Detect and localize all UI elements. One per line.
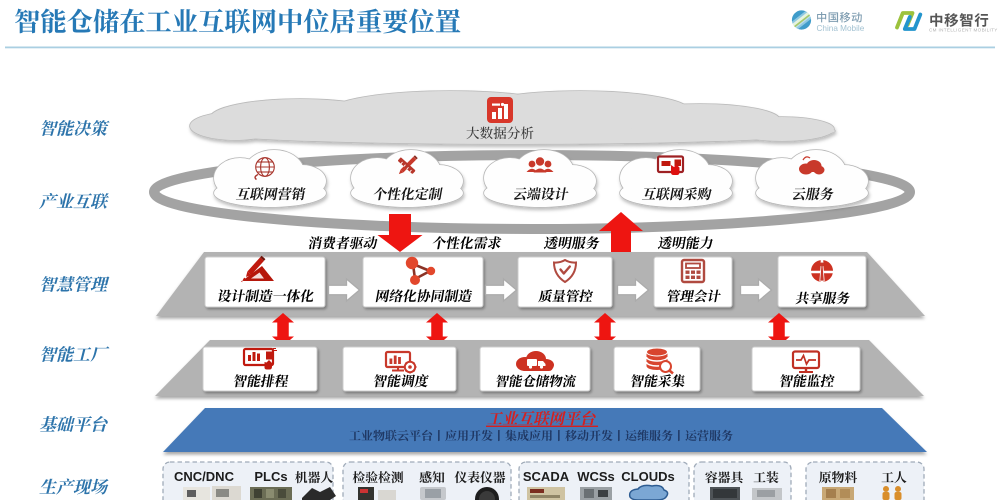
svg-text:CLOUDs: CLOUDs [621,469,674,484]
svg-text:WCSs: WCSs [577,469,615,484]
svg-text:CM INTELLIGENT MOBILITY: CM INTELLIGENT MOBILITY [929,28,998,33]
svg-text:SCADA: SCADA [523,469,570,484]
svg-text:PLCs: PLCs [254,469,287,484]
svg-text:CNC/DNC: CNC/DNC [174,469,235,484]
svg-text:China Mobile: China Mobile [817,24,865,33]
